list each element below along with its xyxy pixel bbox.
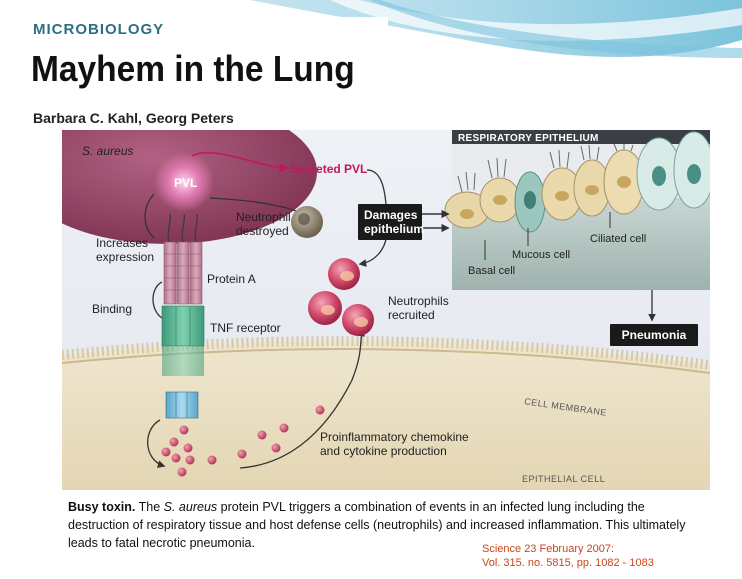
page-title: Mayhem in the Lung	[31, 48, 355, 89]
diagram-illustration	[62, 130, 710, 490]
caption-species: S. aureus	[163, 500, 218, 514]
respiratory-epithelium-inset	[444, 130, 710, 290]
section-label: MICROBIOLOGY	[33, 21, 165, 38]
secreted-pvl-label: Secreted PVL	[290, 162, 368, 176]
protein-a-complex	[161, 213, 205, 419]
chemokine-particles	[161, 405, 325, 477]
citation-line2: Vol. 315. no. 5815, pp. 1082 - 1083	[482, 557, 654, 569]
ciliated-cell-label: Ciliated cell	[590, 233, 647, 245]
neutrophil-destroyed-label: Neutrophil destroyed	[236, 210, 291, 238]
caption-part1: The	[135, 500, 164, 514]
increases-expression-label: Increases expression	[96, 236, 155, 264]
authors: Barbara C. Kahl, Georg Peters	[33, 110, 234, 126]
mucous-cell-label: Mucous cell	[512, 249, 571, 261]
neutrophils	[308, 258, 374, 336]
neutrophils-recruited-label: Neutrophils recruited	[388, 294, 449, 322]
caption-part2: protein PVL triggers a combination of ev…	[68, 500, 686, 550]
pvl-label: PVL	[174, 176, 198, 190]
pneumonia-box: Pneumonia	[610, 324, 698, 346]
epithelial-cell-label: EPITHELIAL CELL	[522, 474, 606, 484]
citation: Science 23 February 2007: Vol. 315. no. …	[482, 542, 654, 570]
protein-a-label: Protein A	[207, 272, 256, 286]
decorative-wave-background	[0, 0, 742, 58]
damages-epithelium-box: Damages epithelium	[358, 204, 424, 240]
binding-label: Binding	[92, 302, 133, 316]
header-panel	[20, 17, 388, 103]
organism-label: S. aureus	[82, 144, 134, 158]
figure-caption: Busy toxin. The S. aureus protein PVL tr…	[68, 498, 708, 552]
diagram-figure: S. aureus PVL Secreted PVL Neutrophil de…	[62, 130, 710, 490]
proinflammatory-label: Proinflammatory chemokine and cytokine p…	[320, 430, 469, 458]
citation-line1: Science 23 February 2007:	[482, 543, 615, 555]
tnf-receptor-label: TNF receptor	[210, 321, 281, 335]
respiratory-epithelium-label: RESPIRATORY EPITHELIUM	[458, 133, 599, 144]
basal-cell-label: Basal cell	[468, 265, 516, 277]
caption-lead: Busy toxin.	[68, 500, 136, 514]
